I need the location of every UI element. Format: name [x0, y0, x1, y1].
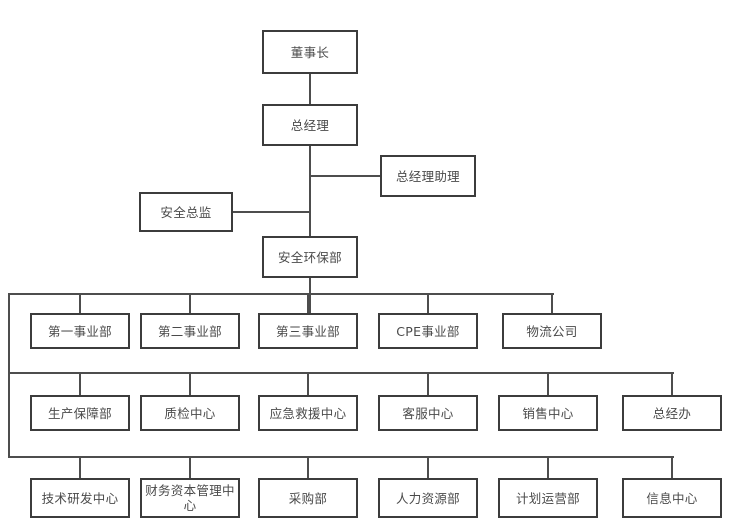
node-general-manager[interactable]: 总经理 [262, 104, 358, 146]
node-div-1[interactable]: 第一事业部 [30, 313, 130, 349]
drop-tech-rd [79, 456, 81, 479]
node-chairman[interactable]: 董事长 [262, 30, 358, 74]
drop-div-3 [307, 293, 309, 314]
node-hr-dept[interactable]: 人力资源部 [378, 478, 478, 518]
connector-gm-trunk [309, 146, 311, 236]
drop-div-1 [79, 293, 81, 314]
drop-gm-office [671, 372, 673, 396]
node-logistics-company[interactable]: 物流公司 [502, 313, 602, 349]
connector-gm-to-assistant [309, 175, 380, 177]
node-emergency-rescue-center[interactable]: 应急救援中心 [258, 395, 358, 431]
node-gm-assistant[interactable]: 总经理助理 [380, 155, 476, 197]
node-safety-env-dept[interactable]: 安全环保部 [262, 236, 358, 278]
node-div-3[interactable]: 第三事业部 [258, 313, 358, 349]
node-procurement-dept[interactable]: 采购部 [258, 478, 358, 518]
drop-finance-capital [189, 456, 191, 479]
node-quality-inspection-center[interactable]: 质检中心 [140, 395, 240, 431]
node-div-2[interactable]: 第二事业部 [140, 313, 240, 349]
bus-line-divisions [8, 293, 554, 295]
drop-emergency-center [307, 372, 309, 396]
drop-production-support [79, 372, 81, 396]
node-tech-rd-center[interactable]: 技术研发中心 [30, 478, 130, 518]
node-production-support[interactable]: 生产保障部 [30, 395, 130, 431]
bus-line-centers [8, 372, 674, 374]
drop-procurement [307, 456, 309, 479]
drop-hr [427, 456, 429, 479]
node-information-center[interactable]: 信息中心 [622, 478, 722, 518]
bus-line-functional [8, 456, 674, 458]
connector-safety-director-to-gm [233, 211, 311, 213]
drop-sales-center [547, 372, 549, 396]
spine-left-bus1-to-bus2 [8, 293, 10, 374]
node-div-cpe[interactable]: CPE事业部 [378, 313, 478, 349]
node-customer-service-center[interactable]: 客服中心 [378, 395, 478, 431]
node-safety-director[interactable]: 安全总监 [139, 192, 233, 232]
drop-planning-ops [547, 456, 549, 479]
drop-customer-service [427, 372, 429, 396]
spine-left-bus2-to-bus3 [8, 372, 10, 458]
drop-information-center [671, 456, 673, 479]
drop-logistics [551, 293, 553, 314]
drop-div-2 [189, 293, 191, 314]
node-finance-capital-center[interactable]: 财务资本管理中心 [140, 478, 240, 518]
connector-chairman-to-gm [309, 74, 311, 104]
node-gm-office[interactable]: 总经办 [622, 395, 722, 431]
node-sales-center[interactable]: 销售中心 [498, 395, 598, 431]
node-planning-ops-dept[interactable]: 计划运营部 [498, 478, 598, 518]
drop-quality-center [189, 372, 191, 396]
connector-safetyenv-to-bus1 [309, 278, 311, 315]
drop-div-cpe [427, 293, 429, 314]
